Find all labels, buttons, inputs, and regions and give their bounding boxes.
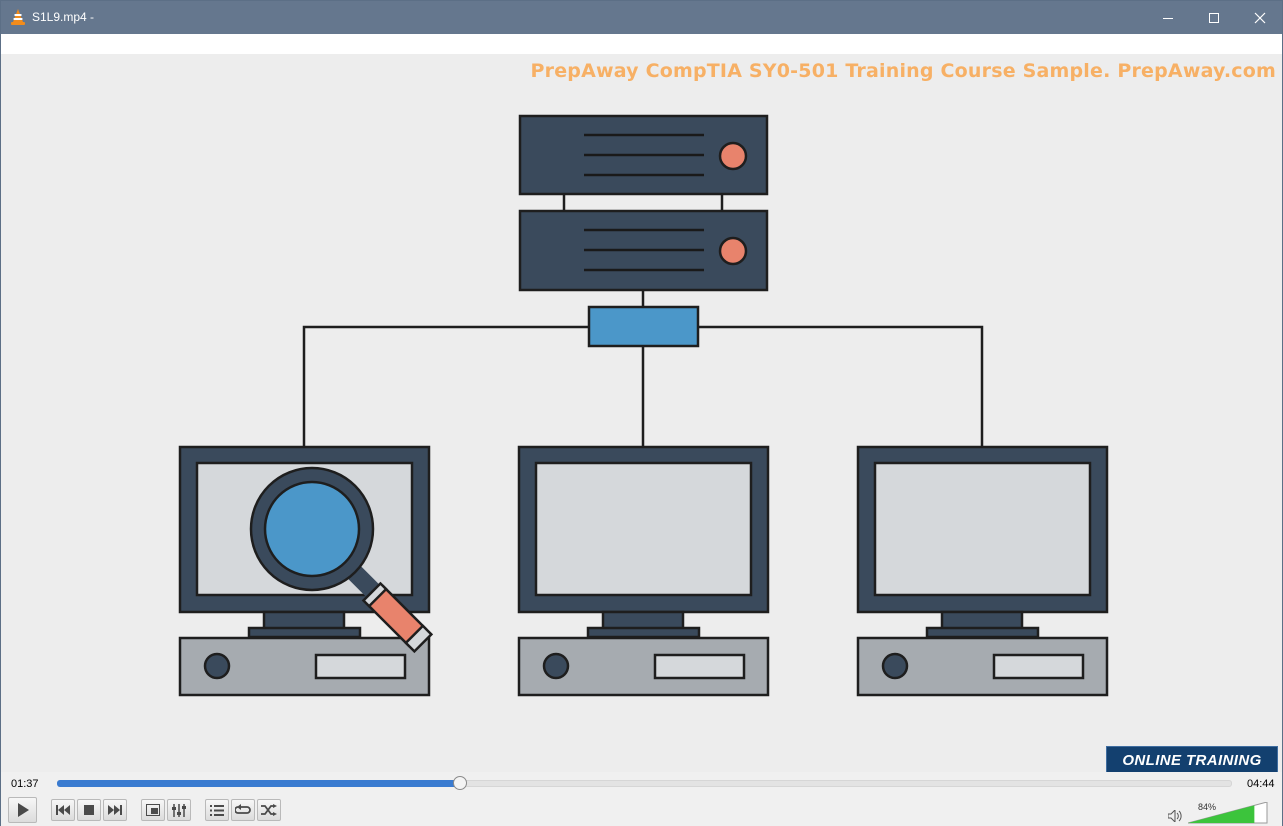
- play-icon: [17, 803, 29, 817]
- total-time[interactable]: 04:44: [1247, 778, 1275, 790]
- fullscreen-button[interactable]: [141, 799, 165, 821]
- speaker-icon[interactable]: [1168, 810, 1182, 822]
- next-button[interactable]: [103, 799, 127, 821]
- computer-right: [856, 445, 1109, 697]
- elapsed-time[interactable]: 01:37: [11, 778, 39, 790]
- volume-slider[interactable]: [1188, 802, 1268, 824]
- magnifier-icon: [249, 466, 434, 654]
- stop-icon: [84, 805, 94, 815]
- network-illustration: [178, 114, 1109, 697]
- player-controls: 01:37 04:44: [1, 772, 1282, 826]
- close-icon: [1254, 12, 1266, 23]
- network-switch: [587, 305, 700, 348]
- seek-slider[interactable]: [57, 776, 1232, 790]
- playlist-icon: [210, 804, 224, 816]
- minimize-icon: [1163, 17, 1173, 19]
- previous-button[interactable]: [51, 799, 75, 821]
- computer-middle: [517, 445, 770, 697]
- online-training-badge: ONLINE TRAINING: [1106, 746, 1278, 774]
- fullscreen-icon: [146, 804, 160, 816]
- seek-handle[interactable]: [452, 776, 467, 790]
- random-button[interactable]: [257, 799, 281, 821]
- close-button[interactable]: [1237, 1, 1283, 34]
- watermark-text: PrepAway CompTIA SY0-501 Training Course…: [530, 60, 1276, 82]
- server-top: [518, 114, 769, 196]
- window-title: S1L9.mp4 -: [32, 10, 95, 24]
- stop-button[interactable]: [77, 799, 101, 821]
- seek-progress: [57, 780, 459, 787]
- menu-bar: [1, 34, 1282, 54]
- title-bar[interactable]: S1L9.mp4 -: [1, 1, 1282, 34]
- server-bottom: [518, 209, 769, 292]
- next-icon: [108, 805, 122, 815]
- extended-settings-icon: [172, 803, 186, 817]
- random-icon: [261, 804, 277, 816]
- vlc-cone-icon: [11, 9, 25, 25]
- extended-settings-button[interactable]: [167, 799, 191, 821]
- maximize-button[interactable]: [1191, 1, 1237, 34]
- volume-percent: 84%: [1198, 802, 1217, 812]
- play-button[interactable]: [8, 797, 37, 823]
- video-area[interactable]: PrepAway CompTIA SY0-501 Training Course…: [1, 54, 1282, 774]
- loop-icon: [235, 804, 251, 814]
- minimize-button[interactable]: [1145, 1, 1191, 34]
- previous-icon: [56, 805, 70, 815]
- maximize-icon: [1209, 12, 1219, 23]
- playlist-button[interactable]: [205, 799, 229, 821]
- loop-button[interactable]: [231, 799, 255, 821]
